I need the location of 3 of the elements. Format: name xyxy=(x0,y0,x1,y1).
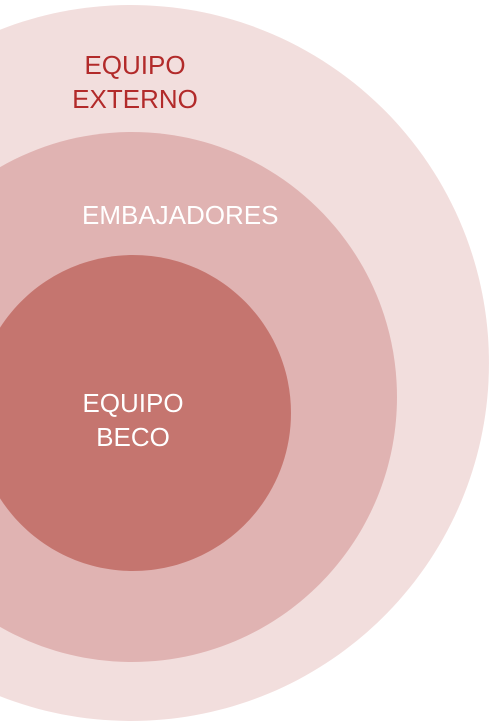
circle-label: EQUIPO EXTERNO xyxy=(74,56,197,108)
circle-label: EQUIPO BECO xyxy=(84,394,182,446)
circle-label: EMBAJADORES xyxy=(84,206,278,224)
